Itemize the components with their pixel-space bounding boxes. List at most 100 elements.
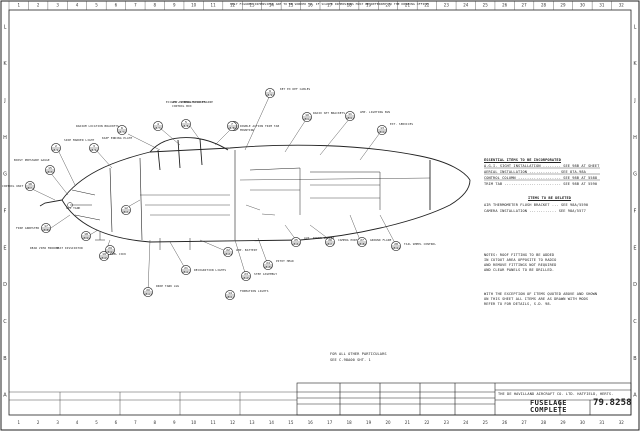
callout-label: PITOT HEAD xyxy=(276,259,294,263)
grid-row-label: D xyxy=(3,282,7,288)
callout-ref: 98741 xyxy=(52,149,60,152)
grid-column-label: 28 xyxy=(541,420,547,425)
callout-ref: 98840 xyxy=(378,131,386,134)
callout-ref: 98770 xyxy=(154,127,162,130)
callout-id: 27 xyxy=(360,238,364,242)
note-line: AND CLEAR PANELS TO BE DRILLED. xyxy=(484,268,555,272)
grid-column-label: 8 xyxy=(154,3,157,8)
grid-column-label: 26 xyxy=(502,3,508,8)
callout-id: 17 xyxy=(44,224,48,228)
grid-column-label: 4 xyxy=(76,3,79,8)
callout-ref: 98872 xyxy=(26,187,34,190)
callout-id: 25 xyxy=(294,238,298,242)
grid-row-label: A xyxy=(3,393,7,399)
callout-ref: 98762 xyxy=(90,149,98,152)
grid-column-label: 29 xyxy=(560,3,566,8)
callout-label: GROUND FLARE xyxy=(370,238,392,242)
incorporated-item: CONTROL COLUMN ................... SEE 9… xyxy=(484,176,598,180)
callout-label: STEP ASSEMBLY xyxy=(254,272,278,276)
grid-row-label: C xyxy=(633,319,637,325)
drawing-number: 79.8258 xyxy=(593,398,632,408)
callout-label: AMP. BATTERY xyxy=(236,248,258,252)
callout-id: 23 xyxy=(244,272,248,276)
callout-id: 3 xyxy=(93,144,95,148)
callout-label: TAIL WHEEL CONTROL xyxy=(404,242,437,246)
callout-label: AUX. POWER SOCKET xyxy=(304,236,335,240)
callout-id: 26 xyxy=(328,238,332,242)
grid-column-label: 23 xyxy=(444,3,450,8)
grid-column-label: 32 xyxy=(619,420,625,425)
callout-ref: 98999 xyxy=(106,251,114,254)
callout-id: 11 xyxy=(348,112,352,116)
grid-column-label: 20 xyxy=(385,3,391,8)
grid-column-label: 15 xyxy=(288,420,294,425)
callout-id: 12 xyxy=(124,206,128,210)
callout-id: 24 xyxy=(266,261,270,265)
callout-id: 21 xyxy=(184,266,188,270)
callout-label: BOOST PRESSURE GAUGE xyxy=(14,158,50,162)
callout-ref: 98945 xyxy=(242,277,250,280)
particulars-line: FOR ALL OTHER PARTICULARS xyxy=(330,352,387,356)
callout-id: 2 xyxy=(55,144,57,148)
deleted-item: AIR THERMOMETER FLUSH BRACKET ... SEE 98… xyxy=(484,203,589,207)
grid-row-label: G xyxy=(633,172,637,178)
grid-row-label: H xyxy=(3,135,7,141)
grid-column-label: 32 xyxy=(619,3,625,8)
callout-id: 6 xyxy=(121,126,123,130)
callout-ref: 98797 xyxy=(266,94,274,97)
callout-ref: 98921 xyxy=(182,271,190,274)
callout-ref: 98934 xyxy=(224,253,232,256)
callout-id: 13 xyxy=(380,126,384,130)
grid-row-label: F xyxy=(4,209,7,215)
title-block xyxy=(9,382,632,416)
callout-ref: 98770 xyxy=(118,131,126,134)
grid-column-label: 17 xyxy=(327,420,333,425)
grid-column-label: 2 xyxy=(37,420,40,425)
callout-label: ECCLES ANTENNA BRACKET xyxy=(166,100,206,104)
grid-row-label: K xyxy=(3,61,7,67)
note-line: AND REMOVE FITTINGS NOT REQUIRED xyxy=(484,263,557,267)
callout-ref: 98781 xyxy=(182,125,190,128)
grid-column-label: 11 xyxy=(211,420,217,425)
grid-column-label: 13 xyxy=(249,3,255,8)
callout-ref: 98899 xyxy=(82,237,90,240)
grid-column-label: 14 xyxy=(269,420,275,425)
fuselage-outline xyxy=(39,137,471,250)
callout-label: FUEL COCK xyxy=(110,252,127,256)
callout-label: RADIO SET BRACKETS xyxy=(313,111,346,115)
callout-bubbles: 6987704987705987818987917987863987622987… xyxy=(25,88,401,300)
callout-label: RADIUM LOCATION BRACKETS xyxy=(76,124,119,128)
grid-row-label: E xyxy=(633,245,636,251)
callout-label: REAR VIEW MIRROR xyxy=(30,246,59,250)
callout-ref: 98913 xyxy=(144,293,152,296)
callout-id: 19 xyxy=(102,252,106,256)
callout-id: 10 xyxy=(305,113,309,117)
callout-label: OIL TANK xyxy=(66,206,81,210)
grid-column-label: 4 xyxy=(76,420,79,425)
callout-ref: 98888 xyxy=(42,229,50,232)
notes-underlines xyxy=(484,167,600,181)
border-grid-labels: 1122334455667788991010111112121313141415… xyxy=(3,1,637,425)
exception-line: WITH THE EXCEPTION OF ITEMS QUOTED ABOVE… xyxy=(484,292,598,296)
grid-row-label: F xyxy=(634,209,637,215)
grid-column-label: 6 xyxy=(115,3,118,8)
grid-column-label: 1 xyxy=(17,420,20,425)
incorporated-item: A.G.I. SIGHT INSTALLATION ........ SEE 9… xyxy=(484,164,600,168)
grid-row-label: H xyxy=(633,135,637,141)
grid-column-label: 5 xyxy=(95,420,98,425)
grid-column-label: 12 xyxy=(230,420,236,425)
callout-id: 20 xyxy=(146,288,150,292)
grid-column-label: 11 xyxy=(211,3,217,8)
grid-column-label: 27 xyxy=(522,3,528,8)
grid-column-label: 28 xyxy=(541,3,547,8)
callout-label: FORMATION LIGHTS xyxy=(240,289,269,293)
callout-label: RECOGNITION LIGHTS xyxy=(194,268,227,272)
exception-line: ON THIS SHEET ALL ITEMS ARE AS DRAWN WIT… xyxy=(484,297,589,301)
callout-label: AMP. LIGHTING BUS xyxy=(360,110,391,114)
grid-column-label: 18 xyxy=(347,3,353,8)
grid-column-label: 16 xyxy=(308,420,314,425)
callout-label: CAMERA PORT xyxy=(338,238,358,242)
callout-ref: 98994 xyxy=(392,247,400,250)
grid-column-label: 24 xyxy=(463,3,469,8)
